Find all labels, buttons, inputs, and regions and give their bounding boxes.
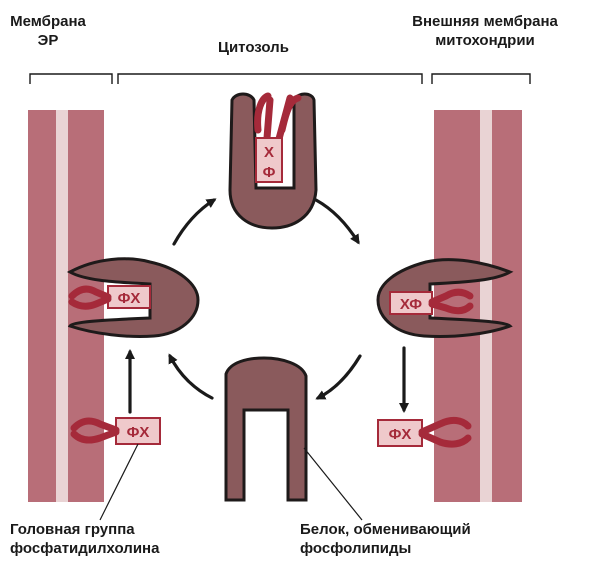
- arrow-top-to-right: [316, 200, 358, 242]
- arrow-right-to-bottom: [318, 356, 360, 398]
- pointer-protein: [304, 448, 362, 520]
- lipid-head-right: ХФ: [400, 296, 422, 313]
- protein-bottom: [226, 358, 306, 500]
- arrow-left-to-top: [174, 200, 214, 244]
- mito-bracket: [432, 74, 530, 84]
- lipid-head-free-left: ФХ: [127, 424, 150, 441]
- pointer-head-group: [100, 444, 138, 520]
- lipid-head-free-right: ФХ: [389, 426, 412, 443]
- lipid-head-left: ФХ: [118, 290, 141, 307]
- arrow-bottom-to-left: [170, 356, 212, 398]
- cytosol-bracket: [118, 74, 422, 84]
- protein-top: Х Ф: [230, 94, 316, 228]
- er-bracket: [30, 74, 112, 84]
- lipid-head-top-x: Х: [264, 144, 274, 161]
- lipid-head-top-f: Ф: [263, 164, 276, 181]
- label-brackets: [30, 74, 530, 84]
